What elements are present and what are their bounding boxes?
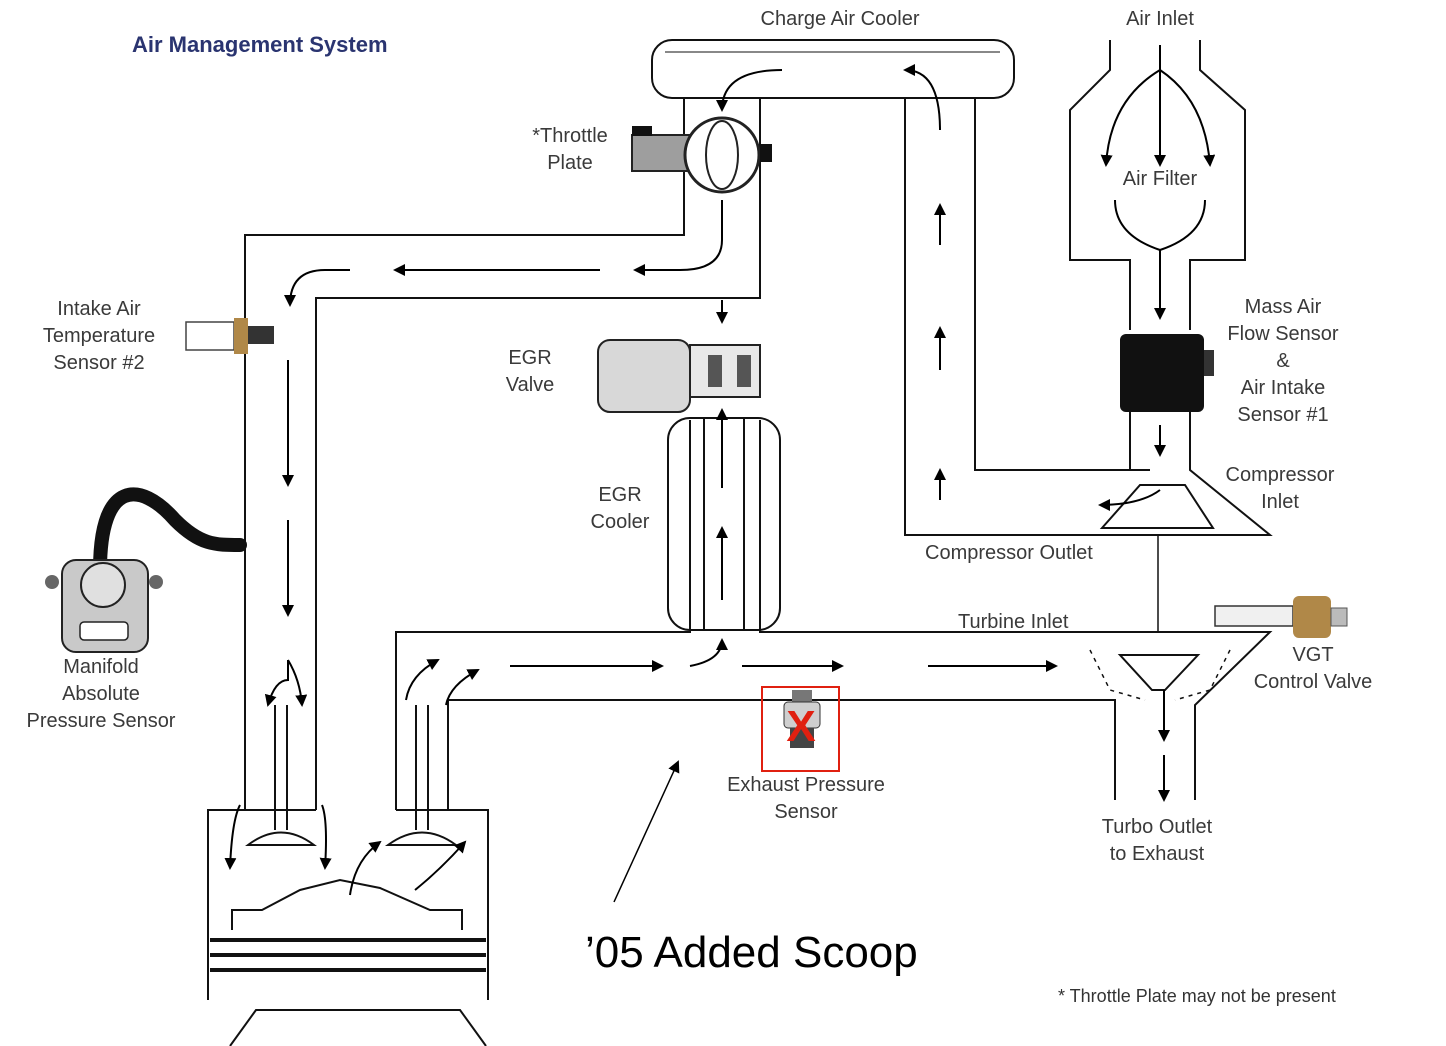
label-egr-cooler: EGR Cooler xyxy=(590,484,650,533)
annotation-text: ’05 Added Scoop xyxy=(585,928,918,977)
mass-air-flow-sensor xyxy=(1120,334,1214,412)
label-air-filter: Air Filter xyxy=(1122,168,1198,190)
label-throttle-plate: *Throttle Plate xyxy=(532,125,608,174)
egr-valve xyxy=(597,339,761,413)
charge-air-cooler xyxy=(651,39,1015,99)
flow-arrows xyxy=(224,45,1216,896)
map-sensor xyxy=(45,487,247,653)
label-mass-air-flow-sensor: Mass Air Flow Sensor & Air Intake Sensor… xyxy=(1227,296,1339,426)
label-turbo-outlet: Turbo Outlet to Exhaust xyxy=(1101,816,1213,865)
piston xyxy=(210,878,486,972)
label-compressor-outlet: Compressor Outlet xyxy=(925,542,1093,564)
label-compressor-inlet: Compressor Inlet xyxy=(1225,464,1335,513)
footnote: * Throttle Plate may not be present xyxy=(1058,986,1336,1006)
label-turbine-inlet: Turbine Inlet xyxy=(958,611,1069,633)
label-map-sensor: Manifold Absolute Pressure Sensor xyxy=(26,656,176,732)
label-vgt-control-valve: VGT Control Valve xyxy=(1253,644,1373,693)
label-intake-air-temp-sensor: Intake Air Temperature Sensor #2 xyxy=(42,298,156,374)
throttle-plate xyxy=(631,116,772,194)
diagram-title: Air Management System xyxy=(132,32,388,57)
compressor xyxy=(1099,484,1215,529)
intake-air-temp-sensor xyxy=(185,318,274,354)
highlight-box xyxy=(761,686,840,772)
label-charge-air-cooler: Charge Air Cooler xyxy=(760,8,920,30)
label-exhaust-pressure-sensor: Exhaust Pressure Sensor xyxy=(727,774,885,823)
label-air-inlet: Air Inlet xyxy=(1126,8,1194,30)
annotation-pointer xyxy=(613,760,680,903)
removed-mark: X xyxy=(786,702,816,751)
egr-cooler xyxy=(667,417,781,631)
vgt-control-valve xyxy=(1214,596,1348,638)
intake-valve xyxy=(245,705,317,846)
pipe-walls xyxy=(207,40,1273,1046)
exhaust-pressure-sensor xyxy=(783,690,821,748)
label-egr-valve: EGR Valve xyxy=(505,347,555,396)
exhaust-valve xyxy=(384,705,460,846)
